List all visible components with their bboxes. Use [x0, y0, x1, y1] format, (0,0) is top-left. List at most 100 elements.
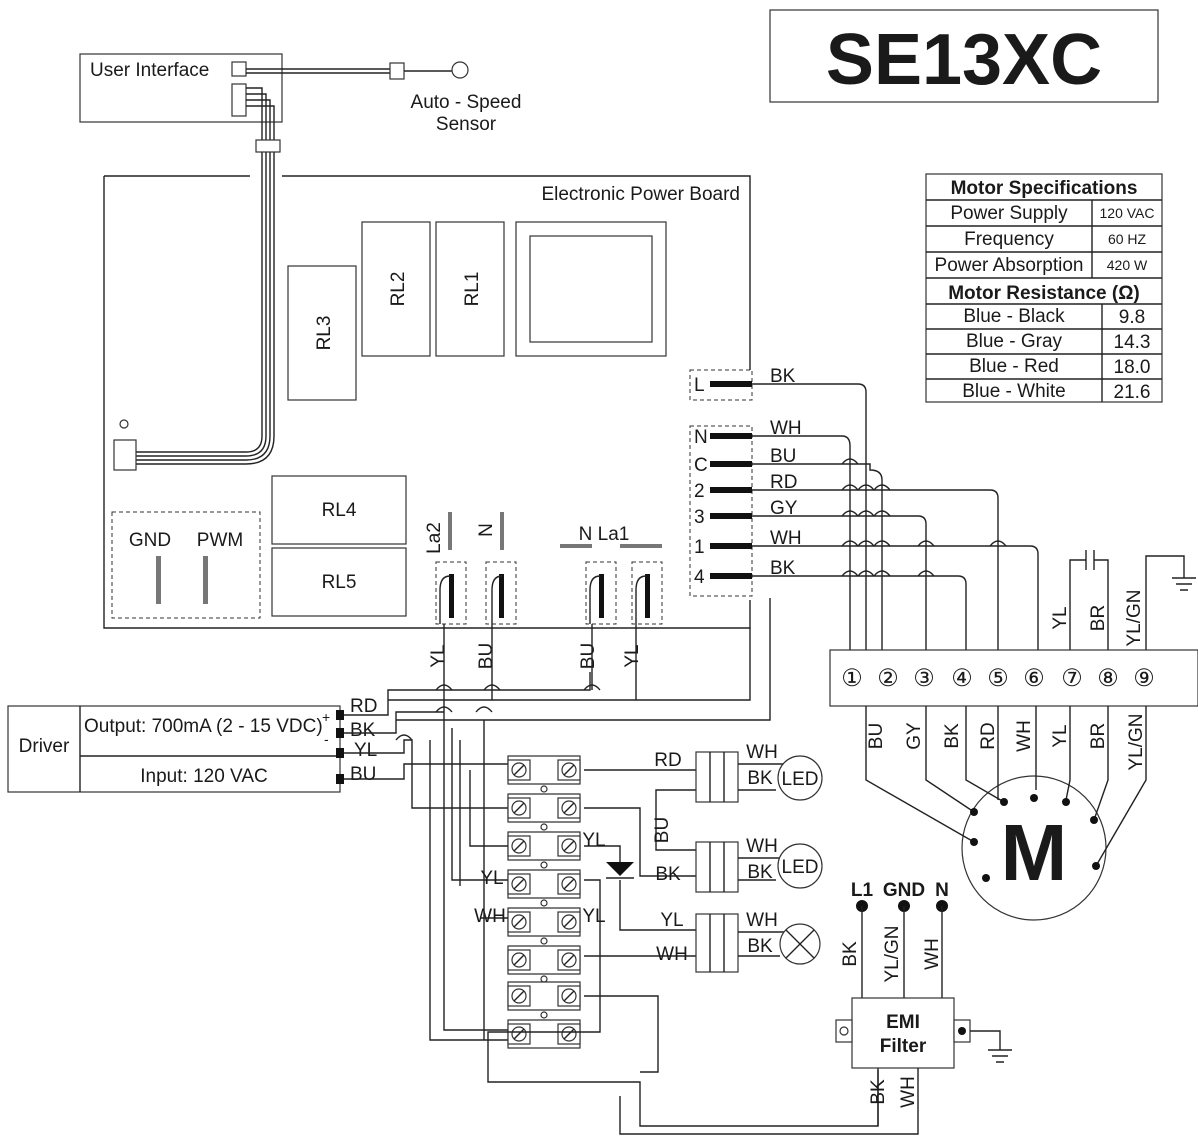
mains-wires — [861, 906, 943, 998]
n2-blade — [599, 574, 604, 618]
driver-plus: + — [322, 709, 330, 725]
terminal-screw-slot — [563, 990, 575, 1002]
resistance-row-label: Blue - Black — [963, 306, 1065, 327]
relay-rl2-label: RL2 — [388, 272, 409, 307]
terminal-screw-slot — [513, 990, 525, 1002]
terminal-pin-label: C — [694, 455, 708, 476]
terminal-screw-slot — [513, 916, 525, 928]
n-blade — [499, 574, 504, 618]
terminal-screw-slot — [563, 840, 575, 852]
terminal-pin-label: L — [694, 375, 705, 396]
sensor-label-2: Sensor — [436, 114, 497, 135]
motor-feed-wires — [752, 383, 1039, 664]
driver-minus: - — [324, 731, 329, 747]
power-board-outline — [103, 175, 751, 629]
motor-wire-label: BR — [1088, 723, 1109, 749]
n-label: N — [476, 523, 497, 537]
terminal-link-dot — [540, 937, 548, 945]
terminal-blade — [710, 487, 752, 493]
led1-connector-lines — [709, 752, 725, 802]
mains-wire-wh: WH — [922, 938, 943, 970]
tb-label-wh-1: WH — [474, 906, 506, 927]
terminal-link-dot — [540, 899, 548, 907]
model-box — [769, 9, 1159, 103]
resistance-row-value: 18.0 — [1114, 357, 1151, 378]
terminal-wire-label: GY — [770, 498, 798, 519]
motor-wire-label: WH — [1014, 720, 1035, 752]
terminal-blade — [710, 461, 752, 467]
terminal-wire-label: WH — [770, 528, 802, 549]
motor-lead-dots — [970, 794, 1100, 882]
n2-connector — [585, 561, 617, 625]
driver-wiring — [344, 598, 771, 1041]
crossover-humps — [841, 458, 1007, 577]
motor-terminal-number: ③ — [913, 665, 935, 692]
ui-ribbon-cable — [136, 87, 275, 465]
n-connector — [485, 561, 517, 625]
spec-row-label: Power Supply — [950, 203, 1068, 224]
mains-wire-bk: BK — [840, 941, 861, 967]
power-board-label: Electronic Power Board — [541, 184, 740, 205]
led1-circle — [777, 755, 823, 801]
emi-out-wh: WH — [898, 1076, 919, 1108]
driver-wire-yl: YL — [354, 740, 377, 761]
led2-label: LED — [782, 857, 819, 878]
sensor-plug — [389, 62, 405, 80]
led2-right-bottom-wire: BK — [747, 862, 773, 883]
terminal-blade — [710, 381, 752, 387]
lamp-right-bottom-wire: BK — [747, 936, 773, 957]
motor-ground-symbol — [1172, 577, 1196, 591]
relay-rl1 — [435, 221, 505, 357]
pwm-pin — [203, 556, 208, 604]
board-bottom-loops — [439, 575, 647, 624]
board-led-dot — [119, 419, 129, 429]
terminal-wire-label: BU — [770, 446, 796, 467]
n-pin — [500, 512, 504, 550]
led2-connector-lines — [709, 842, 725, 892]
mains-n: N — [935, 880, 949, 901]
tb-label-yl-3: YL — [582, 906, 605, 927]
diode-symbol — [606, 862, 634, 876]
motor-top-wire-yl: YL — [1050, 606, 1071, 629]
led2-left-wire: BK — [655, 864, 681, 885]
terminal-wire-label: BK — [770, 366, 796, 387]
terminal-screw-slot — [513, 954, 525, 966]
emi-ground-wire — [970, 1030, 1012, 1063]
terminal-blade — [710, 433, 752, 439]
lamp-left-bottom-wire: WH — [656, 944, 688, 965]
motor-terminal-number: ① — [841, 665, 863, 692]
motor-terminal-number: ② — [877, 665, 899, 692]
terminal-screw-slot — [563, 802, 575, 814]
la1-pin — [620, 544, 662, 548]
la1-connector — [631, 561, 663, 625]
gnd-label: GND — [129, 530, 171, 551]
driver-wire-bk: BK — [350, 720, 376, 741]
terminal-screw-slot — [513, 840, 525, 852]
sensor-ring — [451, 61, 469, 79]
la2-connector — [435, 561, 467, 625]
emi-out-bk: BK — [868, 1079, 889, 1105]
mains-terminals — [856, 900, 948, 912]
pwm-label: PWM — [197, 530, 243, 551]
bu-vertical-label: BU — [652, 817, 673, 843]
board-wire-yl-2: YL — [622, 644, 643, 667]
motor-terminal-number: ⑧ — [1097, 665, 1119, 692]
terminal-blade — [710, 543, 752, 549]
motor-wire-label: YL — [1050, 724, 1071, 747]
terminal-blade — [710, 513, 752, 519]
user-interface-label: User Interface — [90, 60, 209, 81]
mains-wire-ylgn: YL/GN — [882, 925, 903, 982]
driver-input: Input: 120 VAC — [140, 766, 267, 787]
capacitor-plates — [1085, 550, 1095, 570]
led1-out-wires — [738, 763, 784, 791]
sensor-label-1: Auto - Speed — [411, 92, 522, 113]
lamp-left-top-wire: YL — [660, 910, 683, 931]
terminal-strip-main — [689, 425, 753, 597]
sensor-cable — [246, 68, 390, 74]
terminal-link-dot — [540, 861, 548, 869]
driver-terminals — [336, 710, 344, 784]
ui-connector-bottom — [231, 83, 247, 117]
